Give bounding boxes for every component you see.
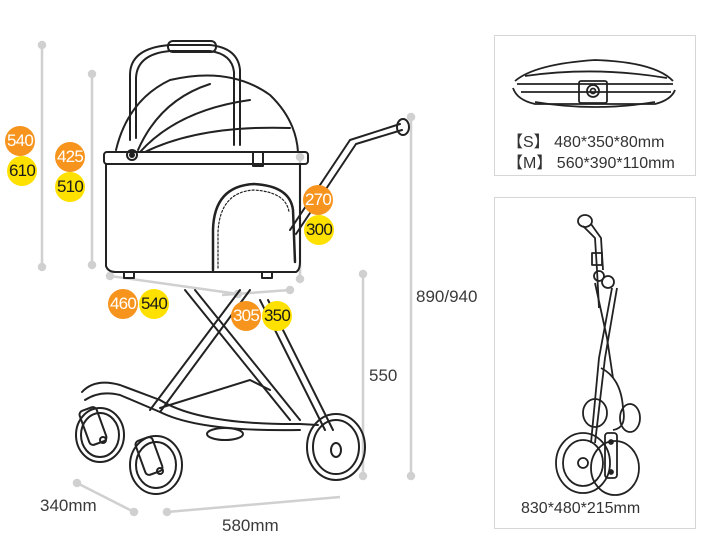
carrier-size-m: 【M】 560*390*110mm — [507, 149, 675, 173]
folded-stroller-icon — [555, 214, 641, 496]
depth-label: 340mm — [40, 496, 97, 515]
seat-height-label: 550 — [369, 366, 398, 385]
badge-basket-width-medium: 300 — [304, 215, 334, 245]
carrier-size-s: 【S】 480*350*80mm — [507, 128, 664, 152]
badge-basket-length-medium: 540 — [139, 289, 169, 319]
badge-basket-depth-small: 305 — [231, 301, 261, 331]
size-tag-s: 【S】 — [507, 134, 550, 151]
folded-stroller-dims: 830*480*215mm — [521, 500, 641, 517]
badge-outer-height-medium: 610 — [7, 156, 37, 186]
badge-basket-width-small: 270 — [303, 185, 333, 215]
folded-stroller-panel: 830*480*215mm — [494, 197, 696, 529]
size-dims-m: 560*390*110mm — [556, 155, 675, 172]
folded-carrier-icon — [512, 59, 676, 108]
badge-inner-height-medium: 510 — [55, 172, 85, 202]
badge-basket-length-small: 460 — [108, 289, 138, 319]
stroller-frame — [75, 40, 410, 495]
folded-carrier-panel: 【S】 480*350*80mm 【M】 560*390*110mm — [494, 35, 696, 176]
badge-inner-height-small: 425 — [55, 142, 85, 172]
handle-height-label: 890/940 — [416, 287, 478, 306]
badge-basket-depth-medium: 350 — [262, 301, 292, 331]
width-label: 580mm — [222, 516, 279, 535]
size-dims-s: 480*350*80mm — [554, 134, 665, 151]
size-tag-m: 【M】 — [507, 155, 553, 172]
badge-outer-height-small: 540 — [5, 126, 35, 156]
dimension-guides — [37, 40, 416, 517]
